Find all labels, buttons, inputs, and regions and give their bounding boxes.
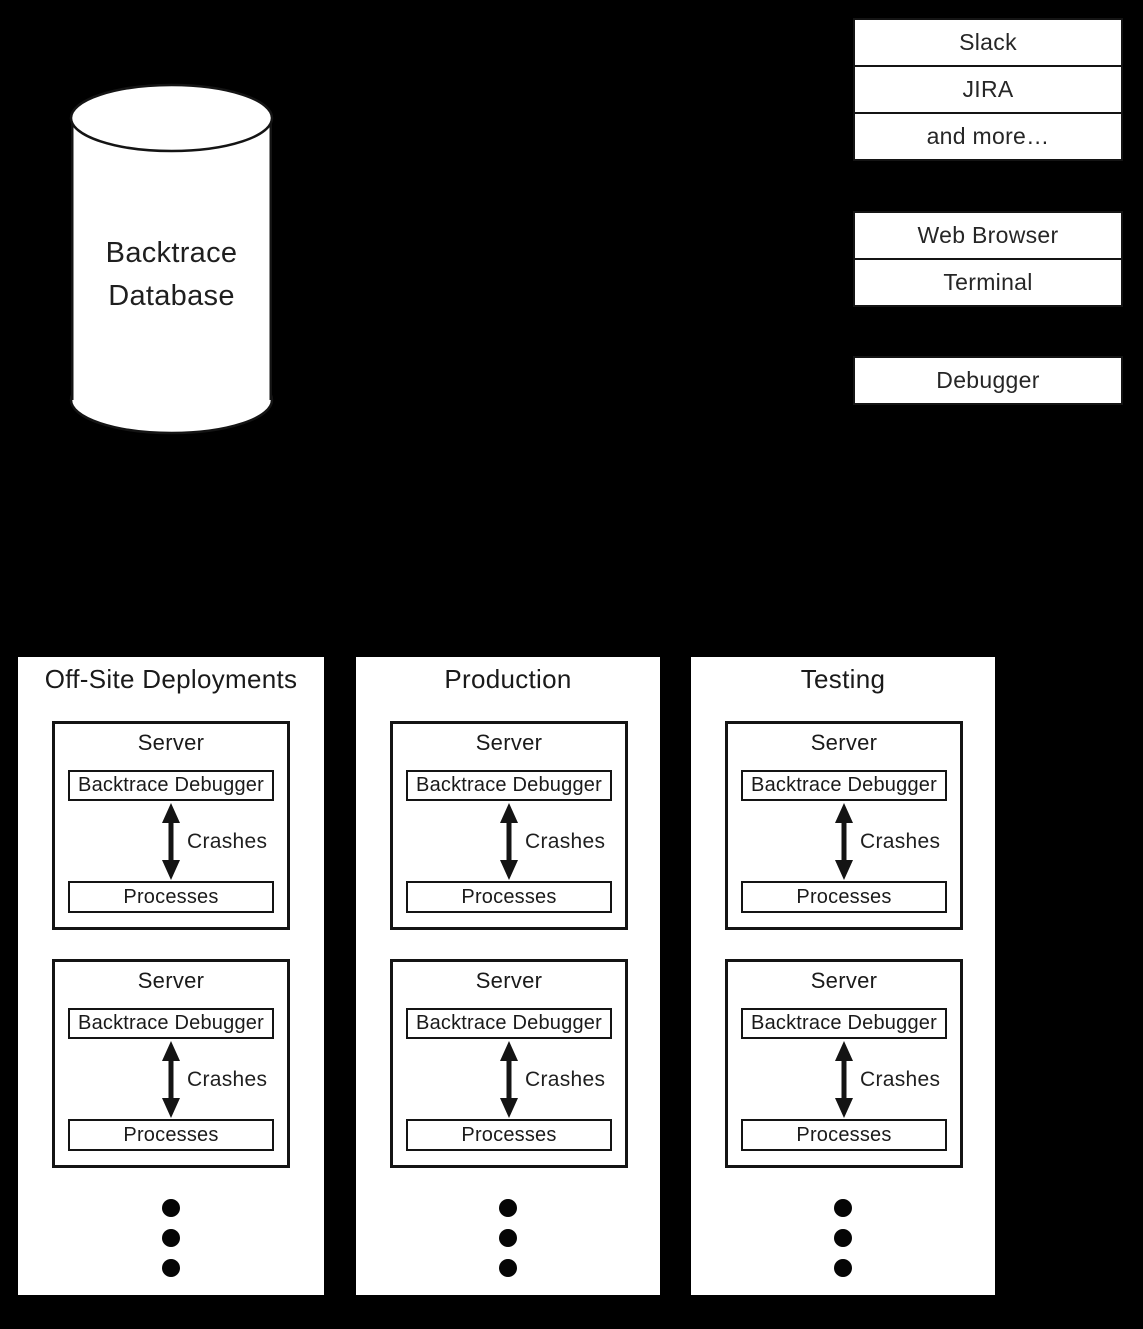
processes-box: Processes bbox=[741, 881, 947, 913]
processes-box: Processes bbox=[406, 1119, 612, 1151]
backtrace-debugger-box: Backtrace Debugger bbox=[406, 1008, 612, 1039]
client-box-web-browser: Web Browser bbox=[853, 211, 1123, 260]
double-arrow-icon bbox=[500, 803, 518, 880]
ellipsis-dot bbox=[162, 1229, 180, 1247]
panel-production: Production Server Backtrace Debugger Cra… bbox=[356, 657, 660, 1295]
server-card-title: Server bbox=[137, 730, 205, 755]
more-servers-ellipsis bbox=[691, 1199, 995, 1277]
processes-box: Processes bbox=[406, 881, 612, 913]
server-card: Server Backtrace Debugger Crashes Proces… bbox=[725, 721, 963, 930]
crashes-arrow-label: Crashes bbox=[525, 829, 606, 853]
crashes-arrow-label: Crashes bbox=[860, 1067, 941, 1091]
server-card-title: Server bbox=[810, 730, 878, 755]
backtrace-debugger-box: Backtrace Debugger bbox=[406, 770, 612, 801]
more-servers-ellipsis bbox=[18, 1199, 324, 1277]
double-arrow-icon bbox=[500, 1041, 518, 1118]
database-label-line2: Database bbox=[108, 280, 235, 312]
ellipsis-dot bbox=[499, 1229, 517, 1247]
integrations-stack: Slack JIRA and more… bbox=[853, 18, 1123, 161]
processes-box: Processes bbox=[68, 881, 274, 913]
panel-title: Off-Site Deployments bbox=[44, 664, 298, 694]
ellipsis-dot bbox=[162, 1199, 180, 1217]
panel-offsite-deployments: Off-Site Deployments Server Backtrace De… bbox=[18, 657, 324, 1295]
server-card-title: Server bbox=[475, 730, 543, 755]
processes-box: Processes bbox=[68, 1119, 274, 1151]
server-card-title: Server bbox=[810, 968, 878, 993]
crashes-arrow-label: Crashes bbox=[860, 829, 941, 853]
database-label-line1: Backtrace bbox=[105, 237, 238, 269]
clients-stack: Web Browser Terminal bbox=[853, 211, 1123, 307]
database-cylinder-icon bbox=[69, 83, 274, 435]
panel-testing: Testing Server Backtrace Debugger Crashe… bbox=[691, 657, 995, 1295]
server-card-title: Server bbox=[475, 968, 543, 993]
backtrace-debugger-box: Backtrace Debugger bbox=[741, 770, 947, 801]
tool-box-debugger: Debugger bbox=[853, 356, 1123, 405]
ellipsis-dot bbox=[834, 1259, 852, 1277]
ellipsis-dot bbox=[499, 1259, 517, 1277]
integration-box-jira: JIRA bbox=[853, 65, 1123, 114]
ellipsis-dot bbox=[499, 1199, 517, 1217]
ellipsis-dot bbox=[834, 1199, 852, 1217]
more-servers-ellipsis bbox=[356, 1199, 660, 1277]
integration-box-slack: Slack bbox=[853, 18, 1123, 67]
client-box-terminal: Terminal bbox=[853, 258, 1123, 307]
panel-title: Testing bbox=[800, 664, 886, 694]
tools-stack: Debugger bbox=[853, 356, 1123, 405]
double-arrow-icon bbox=[835, 1041, 853, 1118]
ellipsis-dot bbox=[834, 1229, 852, 1247]
double-arrow-icon bbox=[835, 803, 853, 880]
server-card: Server Backtrace Debugger Crashes Proces… bbox=[390, 721, 628, 930]
server-card-title: Server bbox=[137, 968, 205, 993]
database-label: Backtrace Database bbox=[68, 232, 275, 318]
server-card: Server Backtrace Debugger Crashes Proces… bbox=[52, 959, 290, 1168]
server-card: Server Backtrace Debugger Crashes Proces… bbox=[390, 959, 628, 1168]
double-arrow-icon bbox=[162, 803, 180, 880]
integration-box-more: and more… bbox=[853, 112, 1123, 161]
panel-title: Production bbox=[444, 664, 572, 694]
crashes-arrow-label: Crashes bbox=[187, 829, 268, 853]
backtrace-debugger-box: Backtrace Debugger bbox=[68, 1008, 274, 1039]
server-card: Server Backtrace Debugger Crashes Proces… bbox=[725, 959, 963, 1168]
ellipsis-dot bbox=[162, 1259, 180, 1277]
crashes-arrow-label: Crashes bbox=[525, 1067, 606, 1091]
double-arrow-icon bbox=[162, 1041, 180, 1118]
backtrace-debugger-box: Backtrace Debugger bbox=[68, 770, 274, 801]
crashes-arrow-label: Crashes bbox=[187, 1067, 268, 1091]
processes-box: Processes bbox=[741, 1119, 947, 1151]
backtrace-debugger-box: Backtrace Debugger bbox=[741, 1008, 947, 1039]
server-card: Server Backtrace Debugger Crashes Proces… bbox=[52, 721, 290, 930]
